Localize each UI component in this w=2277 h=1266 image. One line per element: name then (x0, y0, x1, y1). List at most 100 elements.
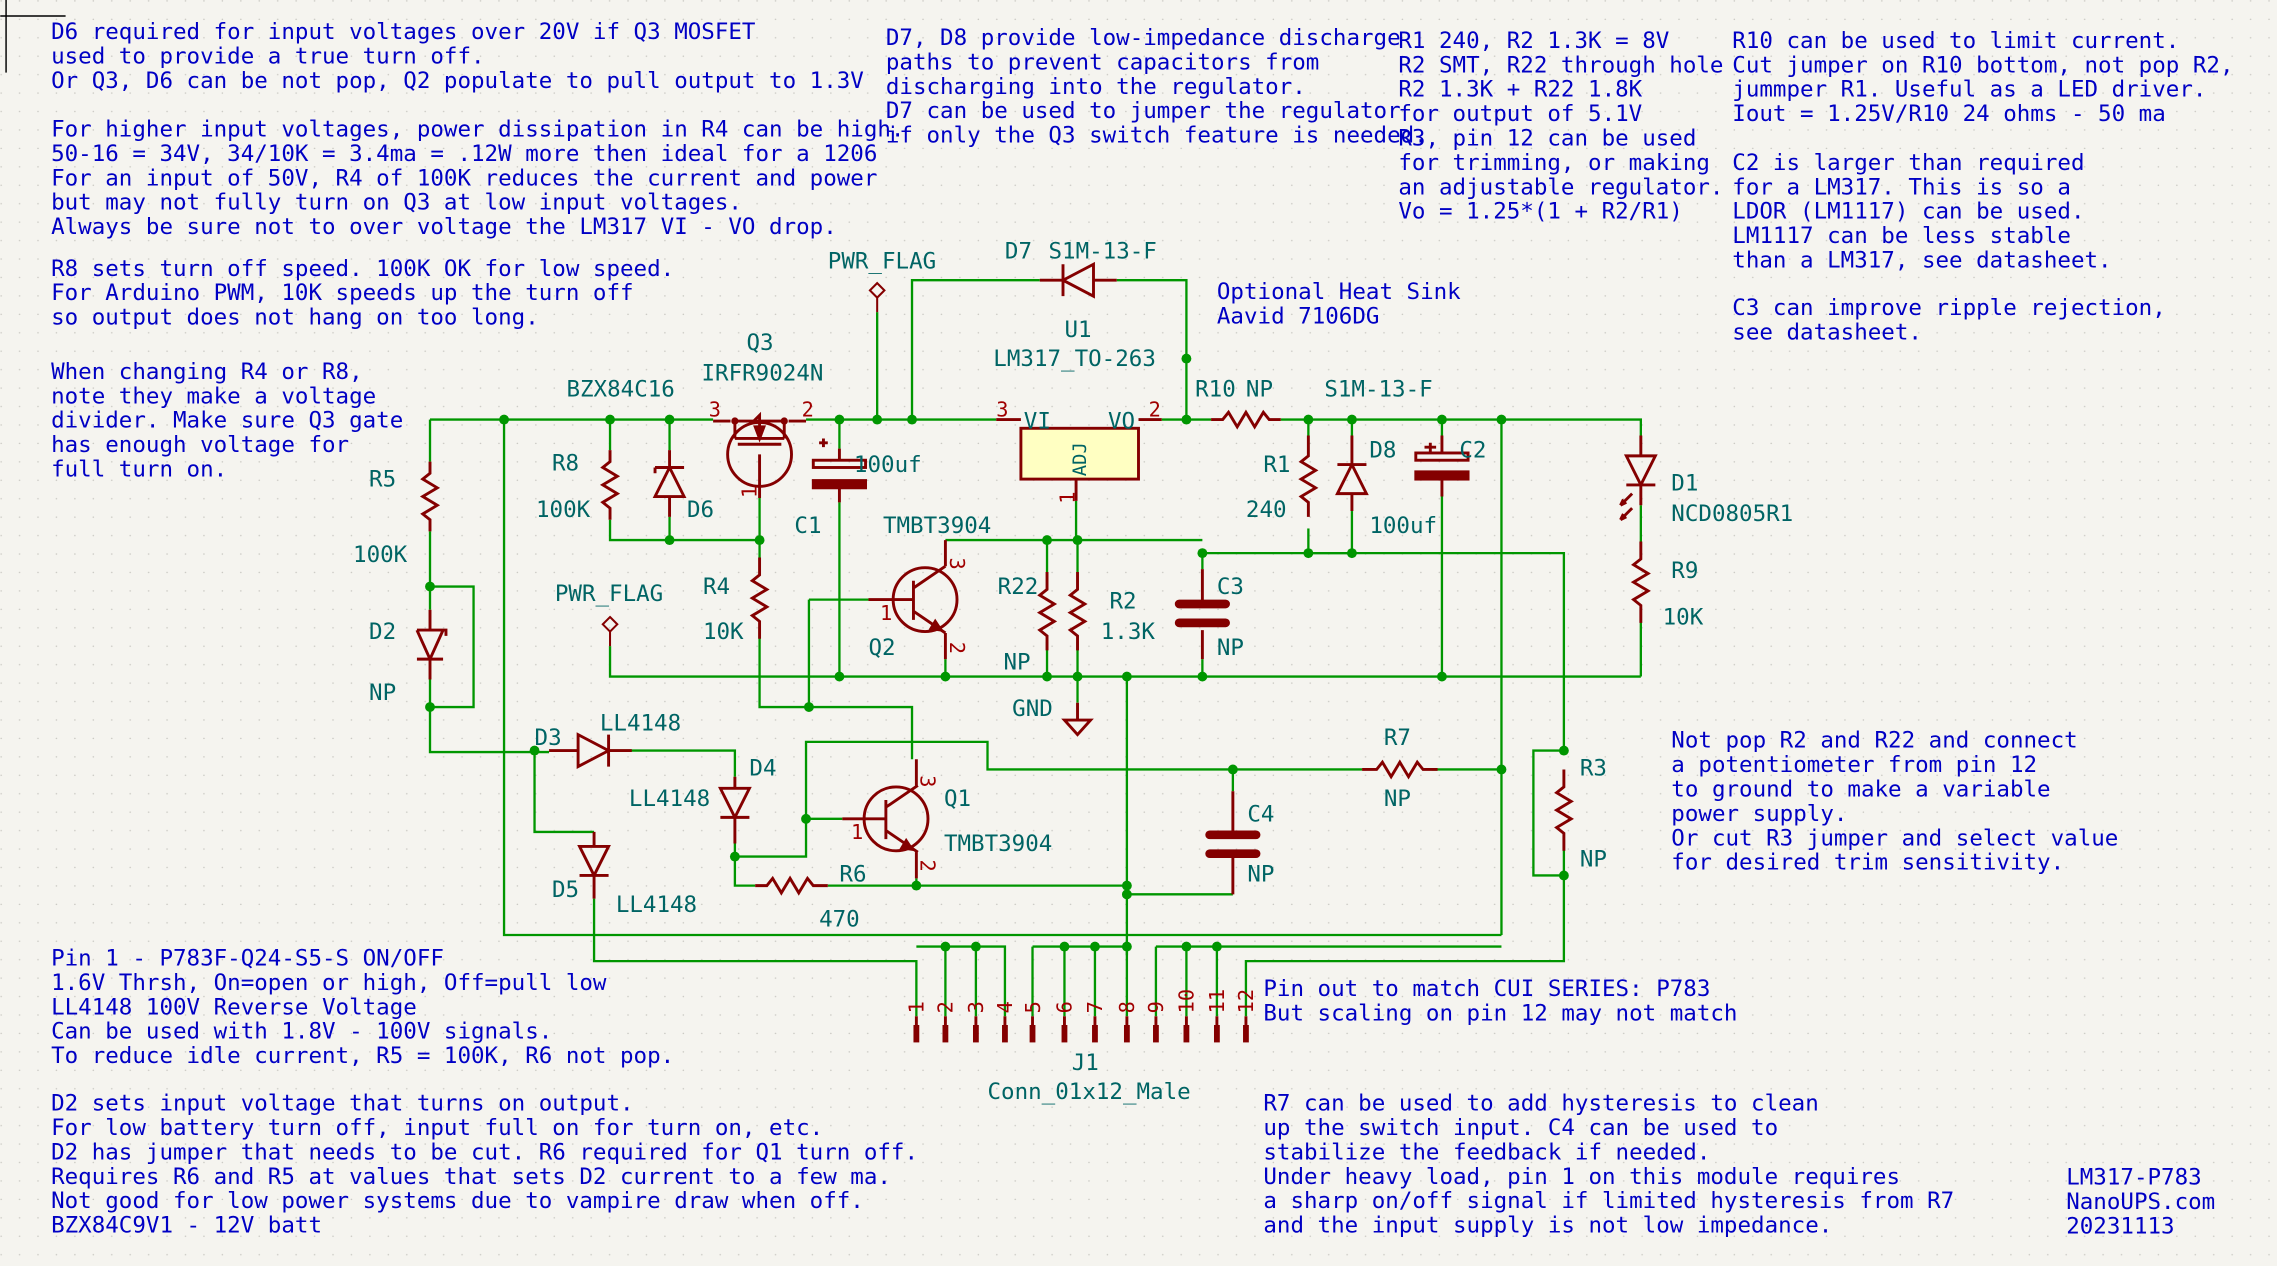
zener-diode-D2[interactable] (415, 609, 448, 680)
junction-dot (1436, 414, 1447, 425)
note-r7-note: R7 can be used to add hysteresis to clea… (1263, 1091, 1954, 1239)
transistor-Q1[interactable] (842, 759, 930, 879)
label-R4-ref: R4 (703, 574, 730, 600)
connector-J1-pin-7[interactable]: 7 (1083, 1001, 1107, 1043)
junction-dot (1181, 941, 1192, 952)
connector-J1-pin-8[interactable]: 8 (1115, 1001, 1139, 1043)
note-c3-note: C3 can improve ripple rejection,see data… (1732, 295, 2165, 345)
transistor-Q2[interactable] (868, 540, 959, 660)
diode-D7[interactable] (1039, 261, 1117, 299)
wire-segment (533, 750, 595, 834)
connector-J1-pin-label: 9 (1144, 1001, 1168, 1013)
pin-U1-3: 3 (996, 398, 1008, 422)
capacitor-C2[interactable] (1414, 435, 1470, 497)
pin-Q3-3: 3 (709, 398, 721, 422)
wires (428, 279, 1642, 1017)
resistor-R10[interactable] (1211, 409, 1281, 430)
pin-Q2-2: 2 (945, 642, 969, 654)
connector-J1-pin-12[interactable]: 12 (1234, 989, 1258, 1043)
label-D7: D7 (1005, 238, 1032, 264)
junction-dot (1121, 880, 1132, 891)
junction-dot (1303, 548, 1314, 559)
connector-J1-pin-5[interactable]: 5 (1021, 1001, 1045, 1043)
junction-dot (1558, 870, 1569, 881)
wire-segment (1532, 749, 1564, 877)
capacitor-C4[interactable] (1205, 791, 1261, 895)
connector-J1-pin-3[interactable]: 3 (964, 1001, 988, 1043)
label-Q2-value: TMBT3904 (883, 513, 991, 539)
junction-dot (1090, 941, 1100, 952)
junction-dot (1181, 414, 1192, 425)
resistor-R3[interactable] (1553, 769, 1574, 851)
junction-dot (1211, 941, 1222, 952)
label-R7-value: NP (1384, 786, 1411, 812)
junction-dot (1496, 764, 1507, 775)
resistor-R22[interactable] (1036, 572, 1058, 651)
diode-D4[interactable] (718, 776, 752, 844)
label-pwr-flag-top: PWR_FLAG (828, 249, 936, 275)
connector-J1-pin-label: 11 (1205, 989, 1229, 1013)
label-R6-ref: R6 (839, 861, 866, 887)
label-D6-ref: D6 (687, 497, 714, 523)
connector-J1-pin-11[interactable]: 11 (1205, 989, 1229, 1043)
label-R9-ref: R9 (1671, 558, 1698, 584)
pin-Q1-3: 3 (916, 775, 940, 787)
label-R22-ref: R22 (998, 574, 1039, 600)
label-J1-ref: J1 (1072, 1050, 1099, 1076)
regulator-U1[interactable] (996, 418, 1162, 501)
junction-dot (872, 414, 883, 425)
pin-Q1-1: 1 (851, 820, 863, 844)
connector-J1-pin-9[interactable]: 9 (1144, 1001, 1168, 1043)
junction-dot (499, 414, 509, 425)
resistor-R1[interactable] (1298, 435, 1319, 517)
resistor-R6[interactable] (755, 875, 828, 896)
label-R3-value: NP (1580, 847, 1607, 873)
wire-segment (1244, 839, 1566, 1017)
wire-segment (910, 279, 1040, 420)
resistor-R8[interactable] (599, 450, 621, 520)
junction-dot (1346, 548, 1357, 559)
label-R10: R10 (1195, 376, 1236, 402)
zener-diode-D6[interactable] (652, 450, 687, 517)
wire-segment (592, 898, 918, 1017)
resistor-R5[interactable] (419, 461, 441, 532)
resistor-R7[interactable] (1362, 759, 1438, 780)
label-U1-ref: U1 (1064, 317, 1091, 343)
led-D1[interactable] (1619, 435, 1658, 522)
capacitor-C1[interactable] (811, 438, 868, 503)
junction-dot (834, 414, 845, 425)
junction-dot (729, 851, 740, 862)
wire-segment (608, 646, 1641, 678)
labels: BZX84C16 Q3 IRFR9024N 3 2 1 R8 100K D6 R… (353, 238, 1793, 1105)
resistor-R4[interactable] (749, 557, 770, 639)
connector-J1-pin-10[interactable]: 10 (1175, 989, 1199, 1043)
diode-D3[interactable] (549, 732, 632, 769)
junction-dot (529, 745, 540, 756)
note-r10-note: R10 can be used to limit current.Cut jum… (1732, 28, 2233, 127)
connector-J1-pin-6[interactable]: 6 (1053, 1001, 1077, 1043)
pin-U1-1: 1 (1056, 492, 1080, 504)
resistor-R2[interactable] (1067, 572, 1088, 651)
mosfet-Q3[interactable] (713, 411, 807, 498)
junction-dot (801, 813, 811, 824)
label-R2-ref: R2 (1109, 588, 1136, 614)
label-D7-value: S1M-13-F (1048, 238, 1156, 264)
pwr-flag-mid (601, 615, 619, 647)
capacitor-C3[interactable] (1174, 569, 1230, 660)
label-Q1-value: TMBT3904 (944, 831, 1052, 857)
diode-D5[interactable] (577, 831, 611, 899)
label-D1-ref: D1 (1671, 471, 1698, 497)
resistor-R9[interactable] (1630, 541, 1651, 623)
junction-dot (1558, 745, 1569, 756)
diode-D8[interactable] (1335, 435, 1369, 512)
connector-J1-pin-4[interactable]: 4 (993, 1001, 1017, 1043)
label-R8-value: 100K (536, 497, 591, 523)
connector-J1-pin-1[interactable]: 1 (905, 1001, 929, 1043)
label-D5-value: LL4148 (616, 892, 697, 918)
wire-segment (430, 585, 475, 709)
connector-J1-pin-2[interactable]: 2 (934, 1001, 958, 1043)
